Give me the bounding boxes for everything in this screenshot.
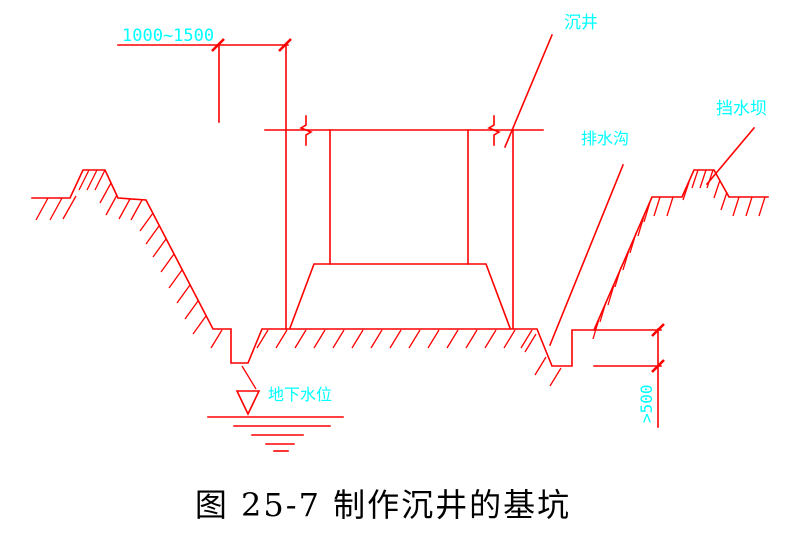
dimension-tick: [278, 38, 292, 52]
hatch-left-terrain: [35, 169, 207, 335]
hatch-ditch: [524, 333, 562, 387]
terrain-right-outline: [592, 169, 769, 332]
dimension-tick: [211, 38, 225, 52]
dimension-top: [117, 38, 292, 123]
caisson-structure: [264, 44, 544, 330]
groundwater-symbol: [207, 390, 344, 452]
terrain-left-outline: [31, 169, 662, 367]
drainage-ditch-leader: [548, 163, 625, 347]
leader-lines: [503, 33, 756, 347]
break-mark-right: [487, 115, 501, 146]
dimension-tick: [651, 323, 665, 337]
hatch-pit-floor: [210, 329, 533, 390]
hatch-right-terrain: [592, 169, 766, 340]
water-dam-label: 挡水坝: [716, 99, 767, 119]
drainage-ditch-label: 排水沟: [581, 129, 629, 148]
water-dam-leader: [705, 126, 756, 186]
cushion-trapezoid: [288, 263, 512, 330]
break-mark-left: [299, 115, 313, 146]
dimension-tick: [651, 359, 665, 373]
caisson-label: 沉井: [564, 13, 598, 33]
groundwater-triangle: [235, 390, 261, 416]
ditch-depth-label: >500: [637, 384, 656, 423]
dimension-right: [593, 323, 665, 428]
groundwater-level-label: 地下水位: [268, 385, 332, 404]
top-dimension-label: 1000~1500: [122, 26, 214, 46]
figure-caption: 图 25-7 制作沉井的基坑: [195, 486, 571, 524]
caisson-leader: [503, 33, 554, 149]
